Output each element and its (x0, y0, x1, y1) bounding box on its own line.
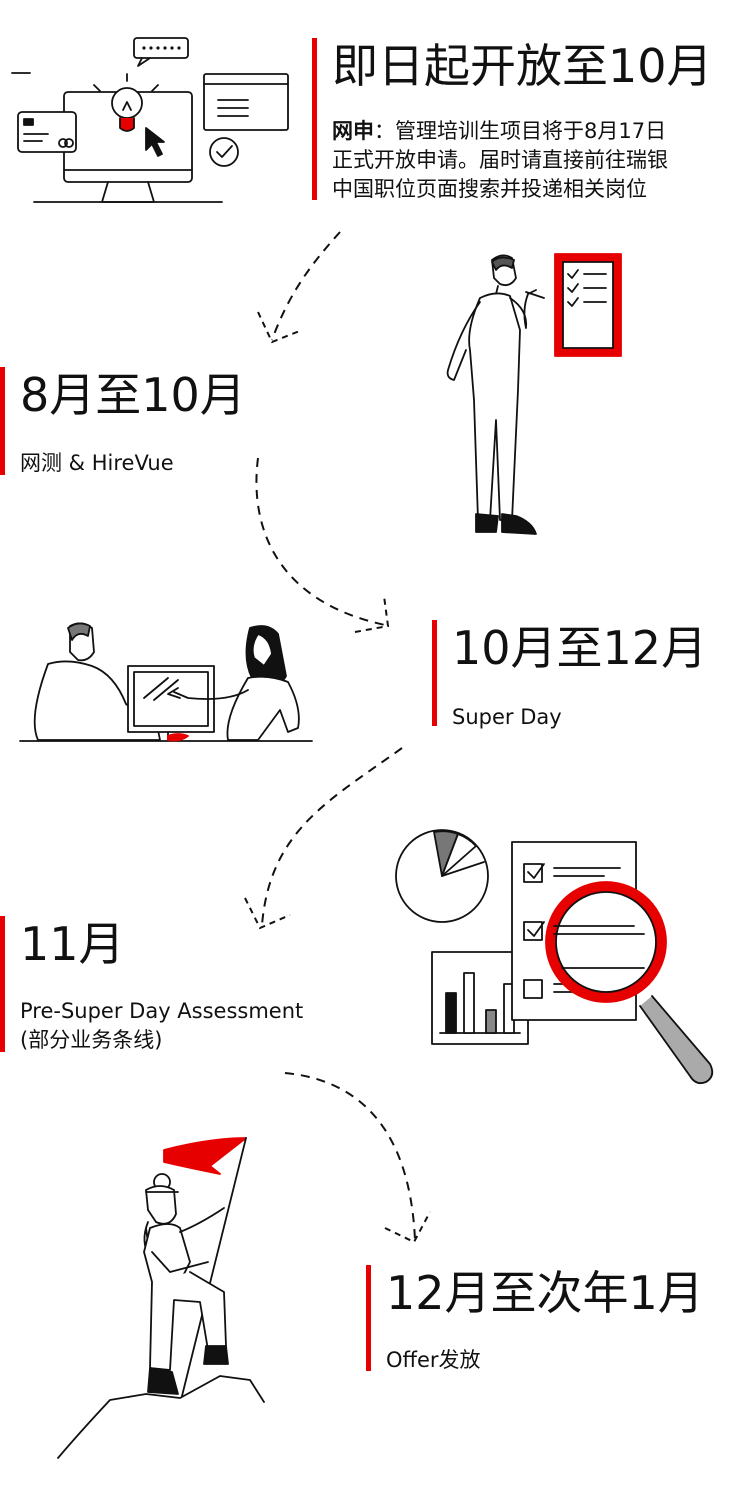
step-3-title: 10月至12月 (452, 621, 708, 675)
step-1-separator: ： (374, 119, 395, 143)
step-5-title: 12月至次年1月 (386, 1266, 704, 1320)
computer-lightbulb-illustration (11, 37, 289, 203)
analysis-magnifier-illustration (395, 829, 714, 1085)
step-1-line-2: 正式开放申请。届时请直接前往瑞银 (332, 148, 668, 172)
step-1-title: 即日起开放至10月 (332, 39, 713, 93)
step-1-accent-bar (312, 38, 317, 200)
step-2-accent-bar (0, 367, 5, 475)
step-4-subtitle: Pre-Super Day Assessment (20, 999, 304, 1023)
step-4-title: 11月 (20, 917, 125, 971)
two-people-computer-illustration (19, 622, 313, 742)
step-5-subtitle: Offer发放 (386, 1348, 481, 1372)
step-4-subtitle-2: (部分业务条线) (20, 1028, 163, 1052)
step-2-title: 8月至10月 (20, 368, 246, 422)
step-4-accent-bar (0, 916, 5, 1052)
step-1-line-1: 管理培训生项目将于8月17日 (395, 119, 667, 143)
step-1-desc-line-1: 网申：管理培训生项目将于8月17日 (332, 117, 666, 146)
step-1-label: 网申 (332, 119, 374, 143)
step-3-accent-bar (432, 620, 437, 726)
thinking-man-checklist-illustration (446, 253, 622, 535)
step-3-subtitle: Super Day (452, 705, 562, 729)
step-1-line-3: 中国职位页面搜索并投递相关岗位 (332, 177, 647, 201)
step-5-accent-bar (366, 1265, 371, 1371)
climber-flag-illustration (57, 1137, 265, 1459)
step-2-subtitle: 网测 & HireVue (20, 451, 174, 475)
